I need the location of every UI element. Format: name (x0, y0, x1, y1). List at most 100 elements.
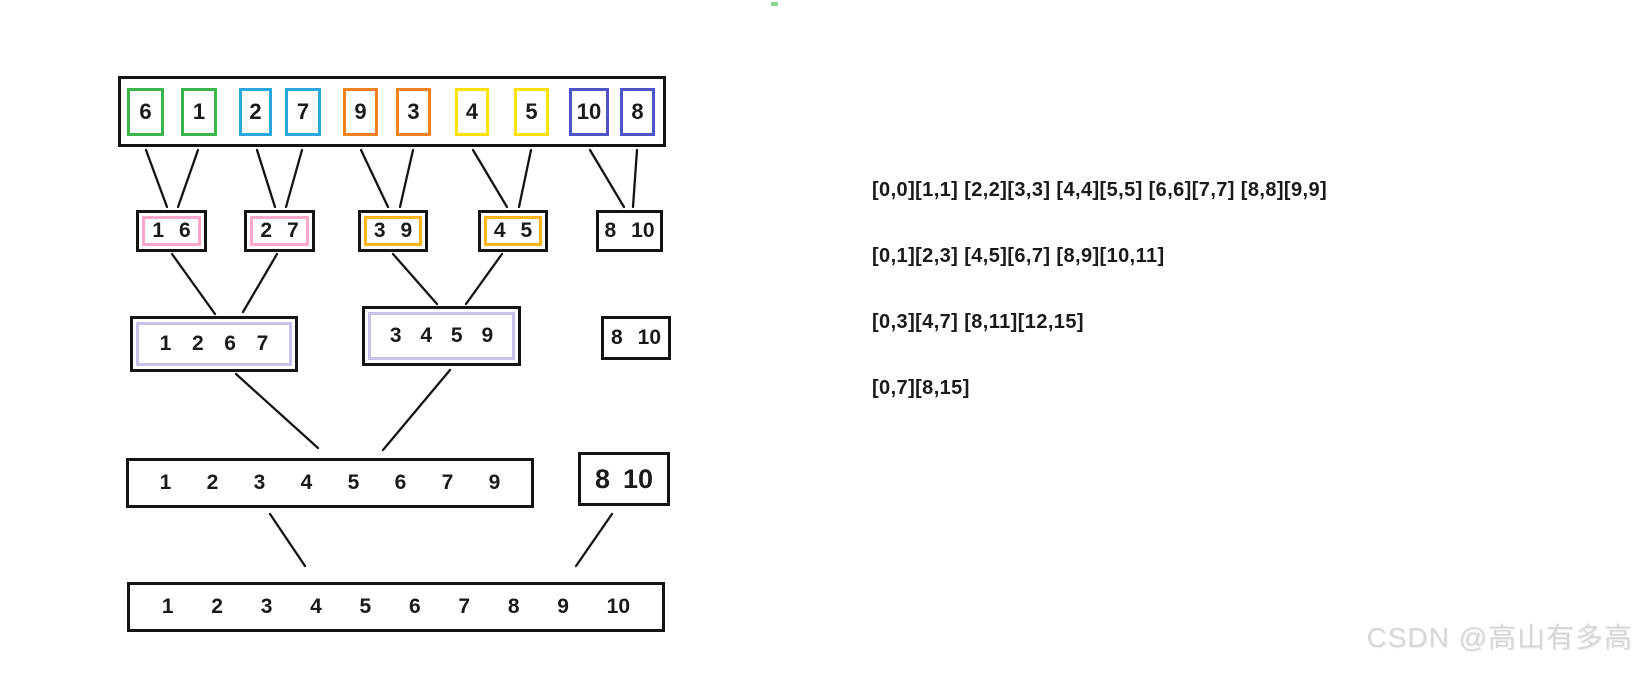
box-value: 10 (637, 326, 662, 349)
merge-box-inner: 1 6 (142, 216, 201, 246)
box-value: 3 (373, 219, 386, 242)
merge-box-inner: 3 9 (364, 216, 422, 246)
connector-line (391, 252, 439, 306)
cell-value: 1 (192, 99, 206, 124)
connector-line (144, 148, 169, 209)
box-value: 2 (260, 219, 272, 242)
merge-box-8-10-level2: 8 10 (601, 316, 671, 360)
array-cell: 7 (285, 88, 321, 136)
box-value: 10 (631, 219, 655, 242)
merge-box-inner: 8 10 (602, 216, 657, 246)
connector-line (464, 252, 504, 306)
box-value: 8 (507, 595, 520, 618)
box-value: 7 (441, 471, 454, 494)
box-value: 10 (622, 463, 654, 494)
artifact-mark (771, 2, 778, 6)
sorted-array: 1 2 3 4 5 6 7 8 9 10 (127, 582, 665, 632)
connector-line (359, 148, 390, 209)
box-value: 9 (400, 219, 413, 242)
cell-value: 5 (525, 99, 538, 124)
cell-value: 10 (576, 99, 602, 124)
merge-box-inner: 3 4 5 9 (368, 312, 515, 360)
array-cell: 5 (514, 88, 549, 136)
box-value: 1 (161, 595, 174, 618)
merge-box-inner: 8 10 (607, 322, 665, 354)
connector-line (381, 368, 452, 452)
box-value: 8 (610, 326, 623, 349)
connector-line (241, 252, 279, 314)
connector-line (170, 252, 217, 316)
box-value: 2 (206, 471, 219, 494)
box-value: 6 (408, 595, 421, 618)
merge-box-12345679: 1 2 3 4 5 6 7 9 (126, 458, 534, 508)
connector-line (631, 148, 639, 209)
box-value: 2 (191, 332, 204, 355)
connector-line (471, 148, 509, 209)
merge-box-inner: 2 7 (250, 216, 309, 246)
interval-list-level-4: [0,7][8,15] (872, 377, 970, 399)
merge-box-inner: 1 2 3 4 5 6 7 9 (132, 464, 528, 502)
cell-value: 3 (407, 99, 420, 124)
box-value: 4 (493, 219, 506, 242)
box-value: 7 (287, 219, 299, 242)
box-value: 1 (152, 219, 164, 242)
merge-box-inner: 8 10 (584, 458, 664, 500)
cell-value: 2 (249, 99, 262, 124)
connector-line (176, 148, 200, 209)
cell-value: 6 (139, 99, 152, 124)
cell-value: 8 (631, 99, 644, 124)
box-value: 4 (420, 324, 433, 347)
connector-line (234, 372, 320, 450)
box-value: 6 (179, 219, 191, 242)
box-value: 5 (450, 324, 463, 347)
box-value: 5 (359, 595, 372, 618)
array-cell: 6 (127, 88, 164, 136)
merge-box-1267: 1 2 6 7 (130, 316, 298, 372)
array-cell: 8 (620, 88, 655, 136)
array-cell: 9 (343, 88, 378, 136)
connector-line (284, 148, 304, 209)
merge-box-2-7: 2 7 (244, 210, 315, 252)
box-value: 3 (260, 595, 273, 618)
box-value: 6 (224, 332, 236, 355)
interval-list-level-1: [0,0][1,1] [2,2][3,3] [4,4][5,5] [6,6][7… (872, 179, 1328, 201)
box-value: 5 (347, 471, 360, 494)
box-value: 9 (557, 595, 569, 618)
array-cell: 2 (239, 88, 272, 136)
connector-line (255, 148, 277, 209)
cell-value: 4 (465, 99, 479, 124)
merge-box-3-9: 3 9 (358, 210, 428, 252)
box-value: 1 (159, 471, 172, 494)
merge-box-8-10-level3: 8 10 (578, 452, 670, 506)
box-value: 10 (606, 595, 631, 618)
merge-box-8-10: 8 10 (596, 210, 663, 252)
box-value: 5 (520, 219, 533, 242)
merge-box-inner: 4 5 (484, 216, 542, 246)
csdn-watermark: CSDN @高山有多高 (1366, 622, 1633, 653)
box-value: 6 (394, 471, 407, 494)
array-cell: 4 (455, 88, 489, 136)
interval-list-level-2: [0,1][2,3] [4,5][6,7] [8,9][10,11] (872, 245, 1165, 267)
box-value: 9 (481, 324, 494, 347)
box-value: 9 (488, 471, 501, 494)
box-value: 7 (256, 332, 269, 355)
connector-line (398, 148, 415, 209)
connector-line (574, 512, 614, 568)
box-value: 8 (594, 463, 610, 494)
cell-value: 7 (296, 99, 310, 124)
interval-list-level-3: [0,3][4,7] [8,11][12,15] (872, 311, 1084, 333)
merge-box-inner: 1 2 3 4 5 6 7 8 9 10 (133, 588, 659, 626)
merge-box-4-5: 4 5 (478, 210, 548, 252)
merge-box-inner: 1 2 6 7 (136, 322, 292, 366)
merge-box-1-6: 1 6 (136, 210, 207, 252)
connector-line (268, 512, 307, 568)
box-value: 2 (211, 595, 223, 618)
cell-value: 9 (354, 99, 367, 124)
box-value: 4 (310, 595, 322, 618)
box-value: 3 (253, 471, 266, 494)
box-value: 4 (300, 471, 313, 494)
box-value: 8 (604, 219, 617, 242)
connector-line (588, 148, 626, 209)
array-cell: 10 (569, 88, 609, 136)
